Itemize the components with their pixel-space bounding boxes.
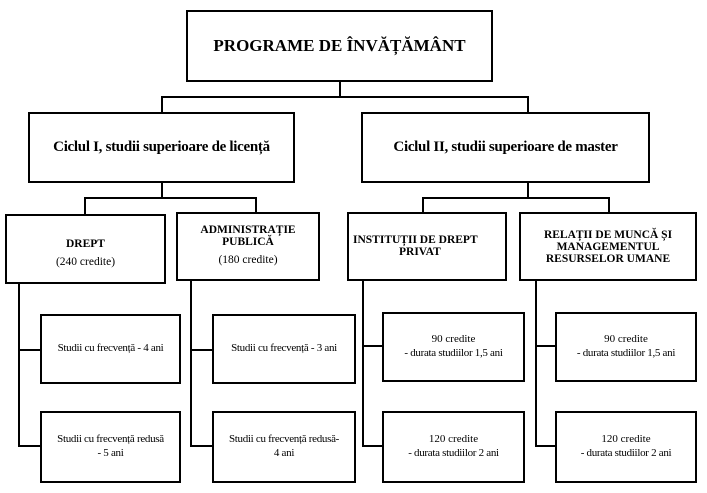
relatii-option-2-line1: 120 credite [601, 433, 651, 446]
drept-option-2-line2: - 5 ani [97, 447, 124, 459]
program-institutii-name-line1: INSTITUȚII DE DREPT [353, 234, 478, 246]
drept-option-1-box: Studii cu frecvență - 4 ani [40, 314, 181, 384]
admin-option-2-line2: 4 ani [273, 447, 295, 459]
institutii-option-1-line2: - durata studiilor 1,5 ani [404, 347, 503, 359]
connector-drept-branch2 [18, 445, 41, 447]
admin-option-1-box: Studii cu frecvență - 3 ani [212, 314, 356, 384]
relatii-option-1-line2: - durata studiilor 1,5 ani [576, 347, 676, 359]
relatii-option-2-box: 120 credite - durata studiilor 2 ani [555, 411, 697, 483]
connector-cycle-bus [161, 96, 529, 98]
program-admin-name-line1: ADMINISTRAȚIE [200, 224, 296, 236]
connector-cycle2-bus [422, 197, 610, 199]
institutii-option-1-box: 90 credite - durata studiilor 1,5 ani [382, 312, 525, 382]
cycle-1-box: Ciclul I, studii superioare de licență [28, 112, 295, 183]
admin-option-2-box: Studii cu frecvență redusă- 4 ani [212, 411, 356, 483]
admin-option-1-text: Studii cu frecvență - 3 ani [231, 342, 337, 355]
connector-admin-trunk [190, 280, 192, 447]
program-admin-box: ADMINISTRAȚIE PUBLICĂ (180 credite) [176, 212, 320, 281]
institutii-option-1-line1: 90 credite [431, 333, 476, 346]
connector-institutii-trunk [362, 280, 364, 447]
institutii-option-2-box: 120 credite - durata studiilor 2 ani [382, 411, 525, 483]
connector-relatii-branch2 [535, 445, 556, 447]
connector-relatii-branch1 [535, 345, 556, 347]
connector-drept-branch1 [18, 349, 41, 351]
connector-cycle2-up [527, 96, 529, 113]
cycle-2-box: Ciclul II, studii superioare de master [361, 112, 650, 183]
program-relatii-name-line1: RELAȚII DE MUNCĂ ȘI [543, 229, 673, 241]
relatii-option-1-box: 90 credite - durata studiilor 1,5 ani [555, 312, 697, 382]
connector-admin-up [255, 197, 257, 213]
program-drept-name: DREPT [66, 238, 105, 250]
institutii-option-2-line1: 120 credite [428, 433, 479, 446]
institutii-option-2-line2: - durata studiilor 2 ani [408, 447, 499, 459]
relatii-option-1-line1: 90 credite [604, 333, 648, 346]
connector-drept-up [84, 197, 86, 215]
root-box: PROGRAME DE ÎNVĂȚĂMÂNT [186, 10, 493, 82]
connector-drept-trunk [18, 283, 20, 447]
drept-option-2-box: Studii cu frecvență redusă - 5 ani [40, 411, 181, 483]
cycle-2-label: Ciclul II, studii superioare de master [393, 139, 618, 156]
relatii-option-2-line2: - durata studiilor 2 ani [580, 447, 672, 459]
connector-root-down [339, 81, 341, 97]
program-relatii-box: RELAȚII DE MUNCĂ ȘI MANAGEMENTUL RESURSE… [519, 212, 697, 281]
connector-cycle1-up [161, 96, 163, 113]
program-institutii-box: INSTITUȚII DE DREPT PRIVAT [347, 212, 507, 281]
connector-institutii-branch2 [362, 445, 383, 447]
connector-relatii-trunk [535, 280, 537, 447]
program-admin-name-line2: PUBLICĂ [222, 236, 274, 249]
program-relatii-name-line2: MANAGEMENTUL [556, 241, 660, 254]
program-admin-credits: (180 credite) [218, 254, 278, 267]
program-drept-box: DREPT (240 credite) [5, 214, 166, 284]
admin-option-2-line1: Studii cu frecvență redusă- [228, 433, 340, 446]
program-relatii-name-line3: RESURSELOR UMANE [545, 253, 671, 266]
connector-cycle1-bus [84, 197, 257, 199]
connector-relatii-up [608, 197, 610, 213]
connector-cycle2-down [527, 182, 529, 199]
connector-institutii-up [422, 197, 424, 213]
connector-institutii-branch1 [362, 345, 383, 347]
program-institutii-name-line2: PRIVAT [399, 246, 441, 259]
drept-option-2-line1: Studii cu frecvență redusă [57, 433, 164, 446]
connector-admin-branch1 [190, 349, 213, 351]
connector-admin-branch2 [190, 445, 213, 447]
root-title: PROGRAME DE ÎNVĂȚĂMÂNT [213, 35, 466, 55]
cycle-1-label: Ciclul I, studii superioare de licență [53, 139, 270, 156]
program-drept-credits: (240 credite) [55, 256, 116, 269]
drept-option-1-text: Studii cu frecvență - 4 ani [57, 342, 164, 355]
connector-cycle1-down [161, 182, 163, 199]
